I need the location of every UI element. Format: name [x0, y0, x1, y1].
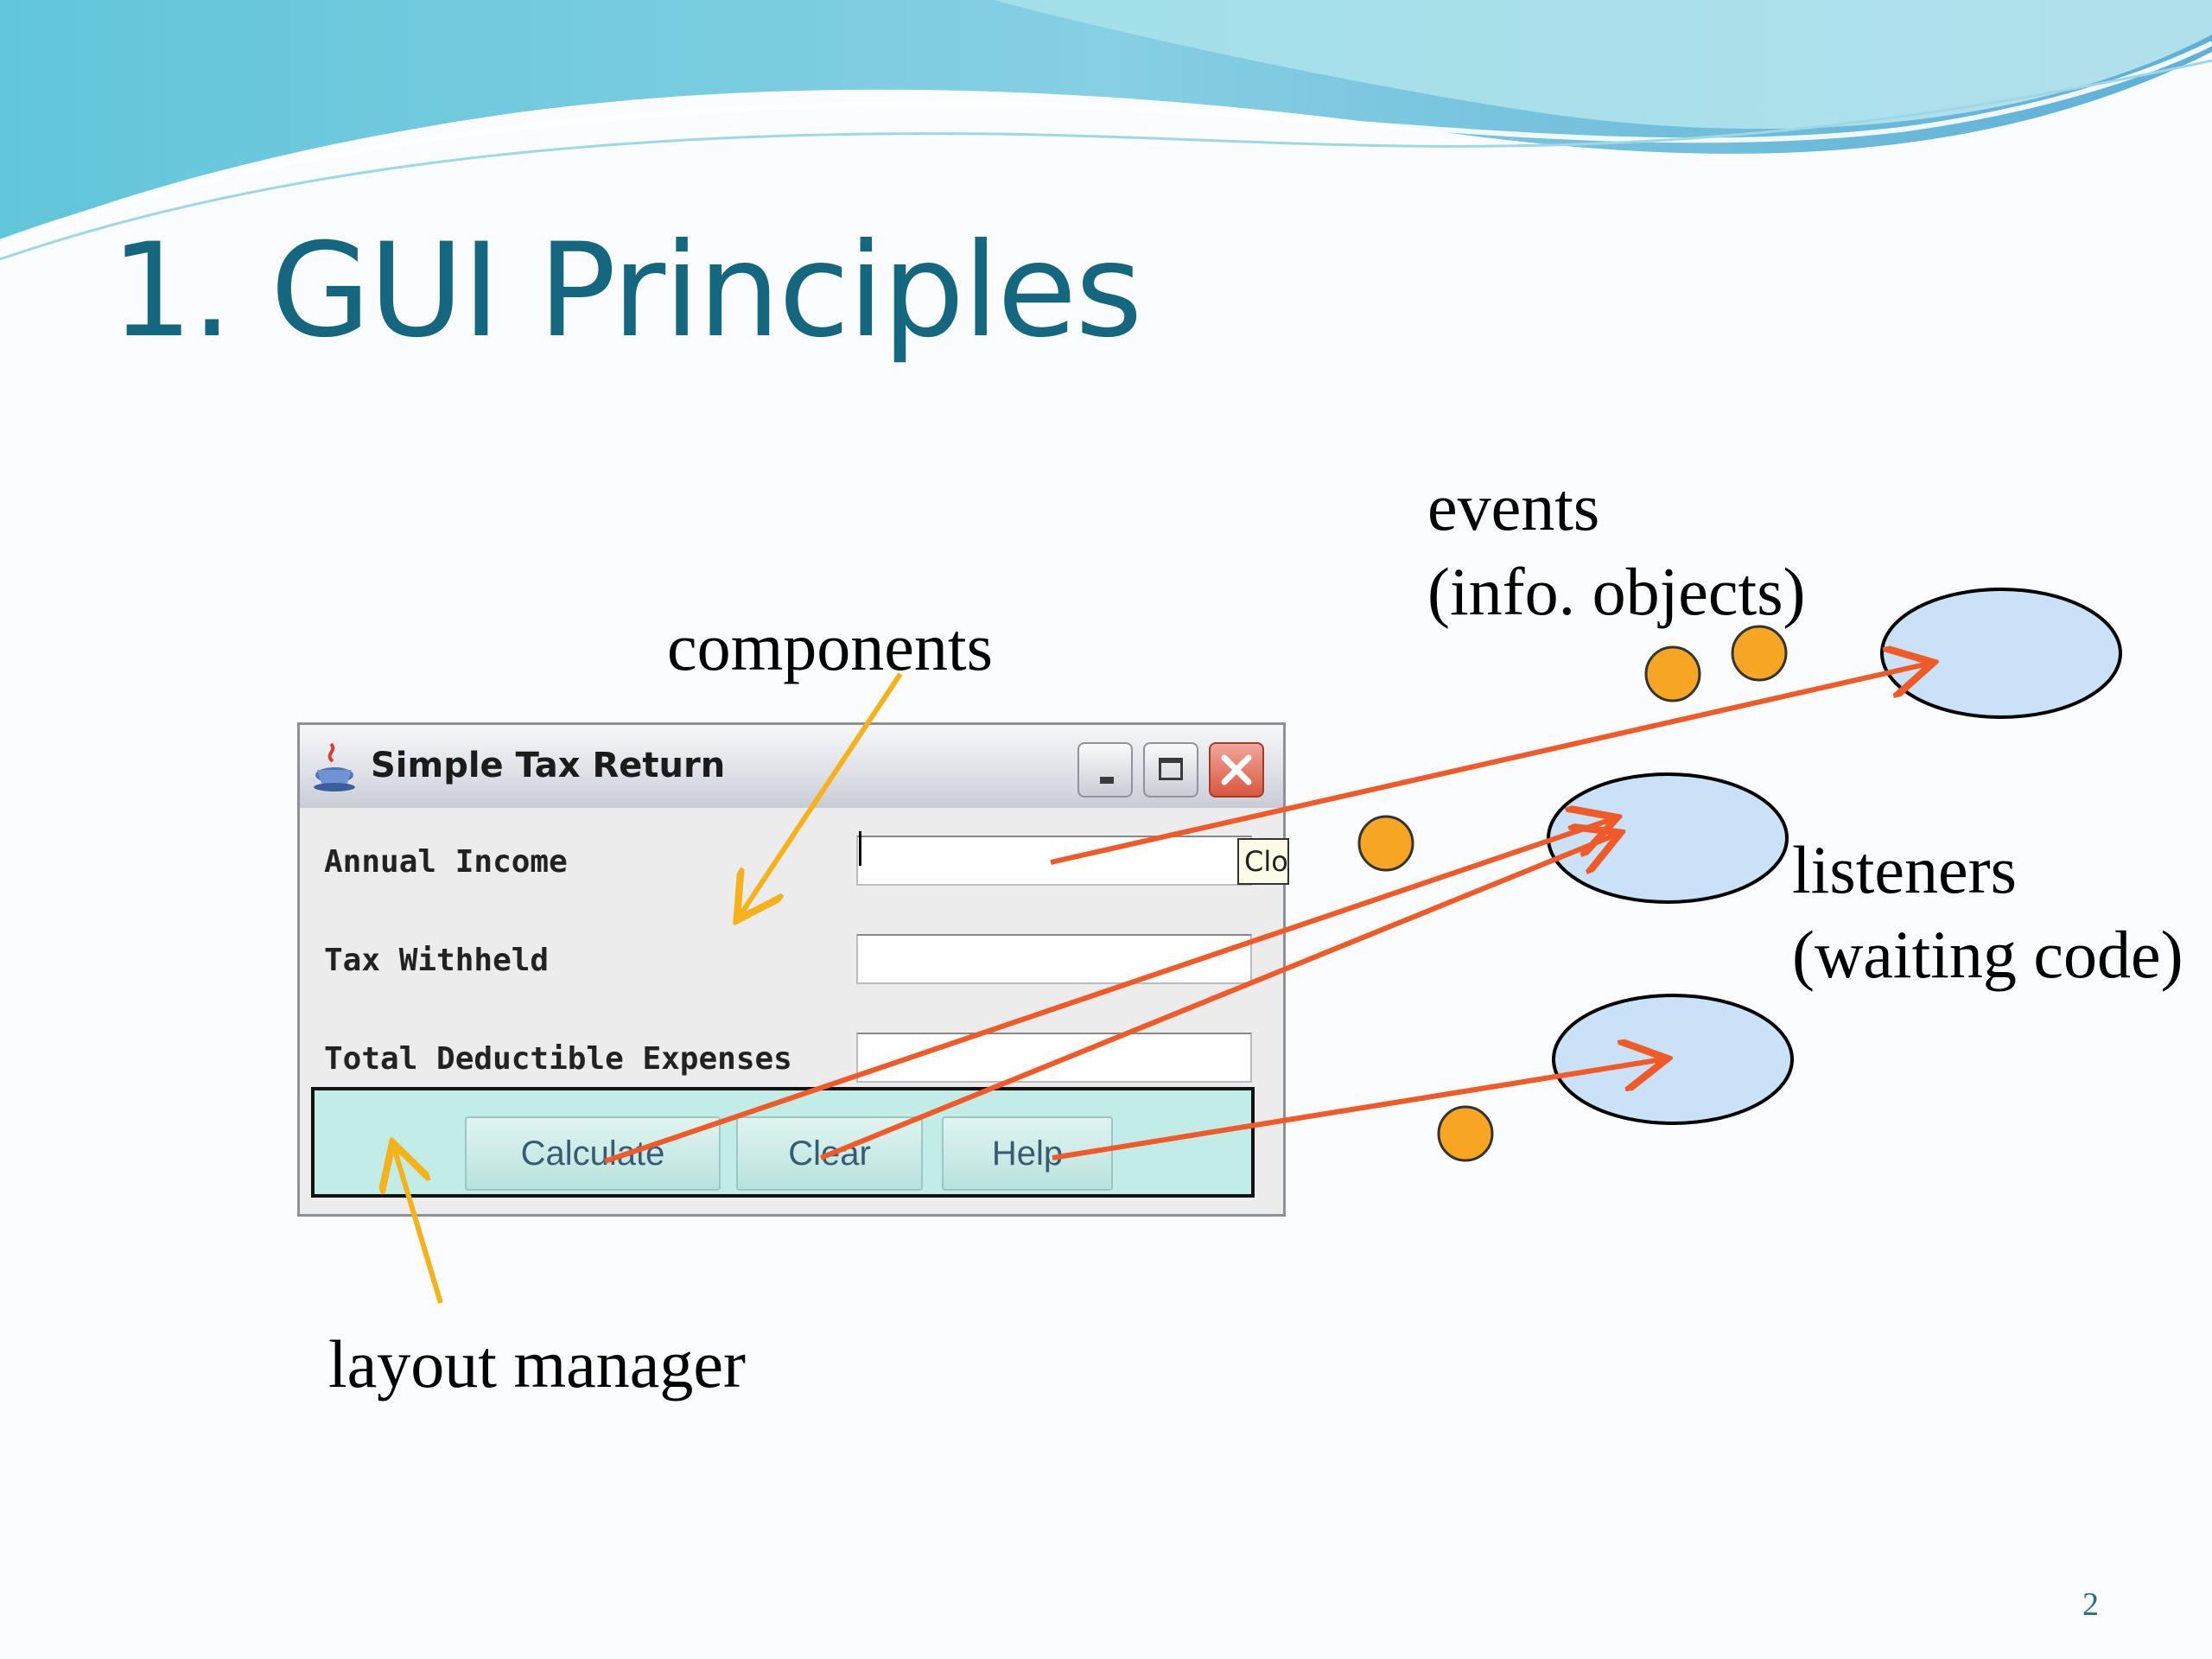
close-icon [1221, 754, 1252, 785]
layout-manager-label: layout manager [328, 1326, 746, 1402]
listener-ellipse-bottom [1552, 994, 1794, 1125]
minimize-icon [1100, 777, 1114, 784]
window-title: Simple Tax Return [371, 746, 726, 785]
event-dot-3 [1357, 815, 1414, 872]
listeners-label-line2: (waiting code) [1792, 916, 2183, 992]
page-number: 2 [2082, 1586, 2099, 1623]
java-cup-icon [314, 742, 355, 791]
event-dot-1 [1644, 645, 1701, 702]
button-panel: Calculate Clear Help [311, 1087, 1255, 1198]
slide-title: 1. GUI Principles [111, 216, 1142, 366]
deductible-expenses-input[interactable] [856, 1033, 1252, 1083]
event-dot-2 [1731, 625, 1788, 682]
listeners-label: listeners (waiting code) [1792, 828, 2183, 996]
event-dot-4 [1437, 1105, 1494, 1162]
clear-button[interactable]: Clear [736, 1116, 923, 1191]
window-titlebar[interactable]: Simple Tax Return [300, 725, 1283, 810]
events-label-line2: (info. objects) [1427, 553, 1806, 629]
listeners-label-line1: listeners [1792, 832, 2017, 907]
close-button[interactable] [1209, 742, 1264, 798]
maximize-button[interactable] [1143, 742, 1198, 798]
maximize-icon [1159, 758, 1183, 780]
minimize-button[interactable] [1077, 742, 1133, 798]
deductible-expenses-label: Total Deductible Expenses [324, 1041, 792, 1077]
calculate-button[interactable]: Calculate [465, 1116, 721, 1191]
tax-withheld-label: Tax Withheld [324, 943, 550, 978]
close-tooltip: Clo [1237, 838, 1289, 885]
annual-income-input[interactable] [856, 836, 1252, 886]
components-label: components [667, 609, 993, 684]
events-label-line1: events [1427, 469, 1600, 544]
text-caret [859, 831, 861, 866]
annual-income-label: Annual Income [324, 844, 568, 880]
events-label: events (info. objects) [1427, 465, 1806, 633]
help-button[interactable]: Help [942, 1116, 1113, 1191]
listener-ellipse-middle [1547, 772, 1789, 904]
tax-withheld-input[interactable] [856, 934, 1252, 984]
listener-ellipse-top [1880, 588, 2122, 719]
